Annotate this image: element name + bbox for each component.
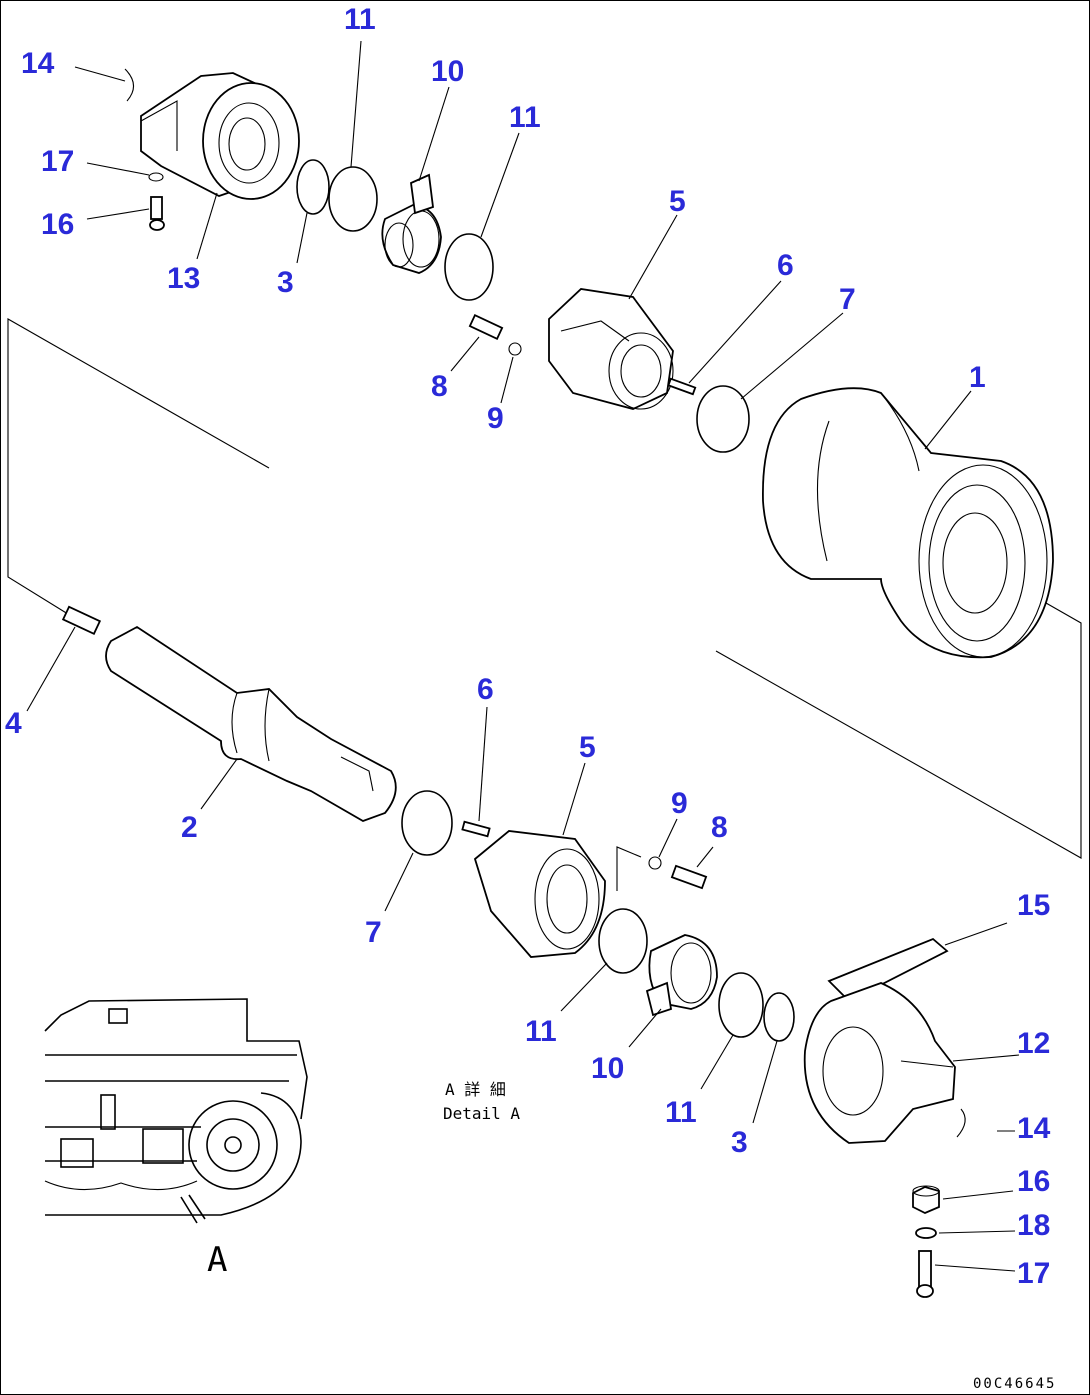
callout-14-top: 14 (21, 47, 55, 80)
part-3-ring-top (296, 159, 330, 215)
detail-letter: A (207, 1240, 227, 1280)
callout-8-top: 8 (431, 370, 448, 403)
callout-11-top-a: 11 (344, 3, 376, 36)
part-11-ring-bottom-b (718, 972, 764, 1038)
part-11-ring-top-a (328, 166, 378, 232)
part-11-ring-top-b (444, 233, 494, 301)
part-7-ring-top (696, 385, 750, 453)
part-callouts: 14 17 16 13 3 11 10 11 5 6 7 1 8 9 4 2 6… (5, 3, 1051, 1290)
callout-6-top: 6 (777, 249, 794, 282)
callout-1: 1 (969, 361, 986, 394)
callout-6-bottom: 6 (477, 673, 494, 706)
part-3-ring-bottom (763, 992, 795, 1042)
part-4-plug (61, 605, 102, 636)
callout-5-top: 5 (669, 185, 686, 218)
callout-11-bottom-b: 11 (665, 1096, 697, 1129)
part-16-nut-bottom (912, 1185, 940, 1214)
detail-a-inset-sketch (44, 998, 308, 1224)
part-15-plate (827, 937, 949, 1003)
callout-13: 13 (167, 262, 200, 295)
callout-17-top: 17 (41, 145, 74, 178)
axis-frame-lines (7, 318, 1082, 859)
callout-10-top: 10 (431, 55, 464, 88)
part-10-seal-top (381, 173, 442, 274)
part-5-collar-bottom (473, 830, 606, 958)
callout-16-top: 16 (41, 208, 74, 241)
part-6-pin-top (667, 377, 697, 396)
detail-note-english: Detail A (443, 1104, 520, 1123)
callout-5-bottom: 5 (579, 731, 596, 764)
callout-14-bottom: 14 (1017, 1112, 1051, 1145)
part-5-collar-top (548, 288, 674, 410)
callout-2: 2 (181, 811, 198, 844)
callout-7-top: 7 (839, 283, 856, 316)
callout-4: 4 (5, 707, 22, 740)
callout-12: 12 (1017, 1027, 1050, 1060)
callout-15: 15 (1017, 889, 1050, 922)
callout-11-bottom-a: 11 (525, 1015, 557, 1048)
part-12-housing (803, 982, 966, 1144)
callout-3-top: 3 (277, 266, 294, 299)
part-8-9-bolt-bottom (616, 846, 708, 891)
callout-18: 18 (1017, 1209, 1050, 1242)
part-18-washer (915, 1227, 937, 1239)
part-13-housing (124, 68, 300, 200)
part-10-seal-bottom (645, 934, 718, 1017)
callout-11-top-b: 11 (509, 101, 541, 134)
callout-3-bottom: 3 (731, 1126, 748, 1159)
part-11-ring-bottom-a (598, 908, 648, 974)
part-2-shaft (105, 625, 397, 822)
callout-9-bottom: 9 (671, 787, 688, 820)
callout-10-bottom: 10 (591, 1052, 624, 1085)
part-16-17-bolt-top (148, 172, 165, 231)
part-17-bolt-bottom (916, 1250, 934, 1298)
detail-note-japanese: A 詳 細 (445, 1080, 506, 1099)
drawing-code: 00C46645 (973, 1376, 1056, 1392)
part-7-ring-bottom (401, 790, 453, 856)
callout-8-bottom: 8 (711, 811, 728, 844)
callout-17-bottom: 17 (1017, 1257, 1050, 1290)
callout-16-bottom: 16 (1017, 1165, 1050, 1198)
part-8-9-bolt-top (468, 314, 522, 356)
callout-leader-lines (26, 40, 1020, 1272)
part-1-track-roller (762, 387, 1054, 659)
callout-9-top: 9 (487, 402, 504, 435)
part-6-pin-bottom (461, 820, 491, 838)
callout-7-bottom: 7 (365, 916, 382, 949)
